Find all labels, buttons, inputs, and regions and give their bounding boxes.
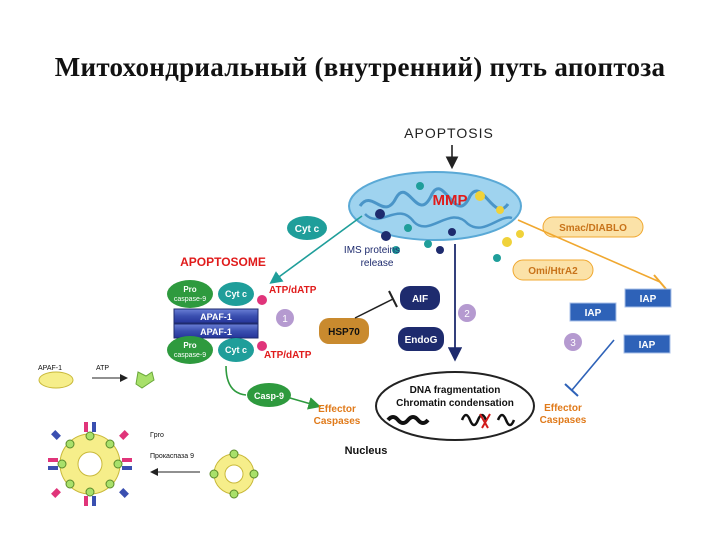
smac-inhibit-line	[517, 219, 661, 283]
dna-fragmentation-label: DNA fragmentation	[410, 385, 501, 396]
iap-box-2	[569, 302, 617, 322]
step-1-circle	[276, 309, 294, 327]
effector-right-line1: Effector	[544, 403, 582, 414]
effector-right-line2: Caspases	[540, 415, 587, 426]
iap-inhibit-line	[571, 339, 615, 391]
smac-label: Smac/DIABLO	[559, 223, 627, 234]
ims-label-line1: IMS proteins	[344, 245, 400, 256]
inset-prokaspaza-label: Прокаспаза 9	[150, 453, 194, 460]
iap-label-2: IAP	[585, 308, 602, 319]
nucleus	[375, 371, 535, 441]
inset-atp-label: ATP	[96, 365, 109, 372]
inset-activated-apaf1	[135, 371, 155, 389]
inset-apaf1	[38, 371, 74, 389]
pro-caspase-top-line2: caspase-9	[174, 296, 206, 303]
step-1-label: 1	[282, 314, 288, 325]
atp-top-label: ATP/dATP	[269, 285, 317, 296]
apoptosome-to-casp9-arrow	[225, 365, 247, 396]
iap-box-1	[624, 288, 672, 308]
pro-caspase-bottom-line2: caspase-9	[174, 352, 206, 359]
nucleus-label: Nucleus	[345, 445, 388, 457]
inset-pro-label: Гpro	[150, 432, 164, 439]
cytc-release-bubble	[287, 216, 327, 240]
step-2-circle	[458, 304, 476, 322]
mitochondrion	[348, 171, 522, 241]
cytc-to-apoptosome-arrow	[269, 215, 363, 284]
endog-box	[398, 327, 444, 351]
aif-label: AIF	[412, 294, 428, 305]
chromatin-condensation-label: Chromatin condensation	[396, 398, 514, 409]
iap-inhibit-bar	[564, 383, 579, 397]
endog-label: EndoG	[405, 335, 438, 346]
casp9-bubble	[247, 383, 291, 407]
apoptosis-label: APOPTOSIS	[404, 125, 494, 141]
released-proteins	[381, 230, 524, 262]
inset-apaf1-label: APAF-1	[38, 365, 62, 372]
hsp70-inhibit-bar	[388, 290, 398, 308]
pro-caspase-bottom-line1: Pro	[183, 341, 196, 350]
step-3-circle	[564, 333, 582, 351]
cytc-release-label: Cyt c	[295, 224, 320, 235]
apoptosome-label: APOPTOSOME	[180, 255, 266, 269]
hsp70-inhibit-line	[354, 298, 394, 319]
slide-title: Митохондриальный (внутренний) путь апопт…	[54, 52, 666, 82]
step-3-label: 3	[570, 338, 576, 349]
atp-bottom-label: ATP/dATP	[264, 350, 312, 361]
cytc-apoptosome-top: Cyt c	[225, 289, 247, 299]
casp9-to-effector-arrow	[289, 397, 322, 410]
hsp70-label: HSP70	[328, 327, 360, 338]
mmp-label: MMP	[433, 192, 468, 209]
apaf1-a-label: APAF-1	[200, 312, 232, 322]
omi-label: Omi/HtrA2	[528, 266, 578, 277]
step-2-label: 2	[464, 309, 470, 320]
effector-left-line2: Caspases	[314, 416, 361, 427]
casp9-label: Casp-9	[254, 391, 284, 401]
effector-left-line1: Effector	[318, 404, 356, 415]
iap-label-1: IAP	[640, 294, 657, 305]
dna-strands	[386, 413, 516, 429]
hsp70-box	[319, 318, 369, 344]
iap-box-3	[623, 334, 671, 354]
apaf1-b-label: APAF-1	[200, 327, 232, 337]
ims-label-line2: release	[361, 258, 394, 269]
apoptosome-complex	[167, 280, 267, 364]
aif-box	[400, 286, 440, 310]
inset-apoptosome-wheel-small	[209, 449, 259, 499]
inset-apoptosome-wheel-large	[48, 422, 132, 506]
cytc-apoptosome-bottom: Cyt c	[225, 345, 247, 355]
smac-inhibit-bar	[653, 274, 667, 290]
iap-label-3: IAP	[639, 340, 656, 351]
omi-box	[512, 259, 594, 281]
pro-caspase-top-line1: Pro	[183, 285, 196, 294]
smac-box	[542, 216, 644, 238]
